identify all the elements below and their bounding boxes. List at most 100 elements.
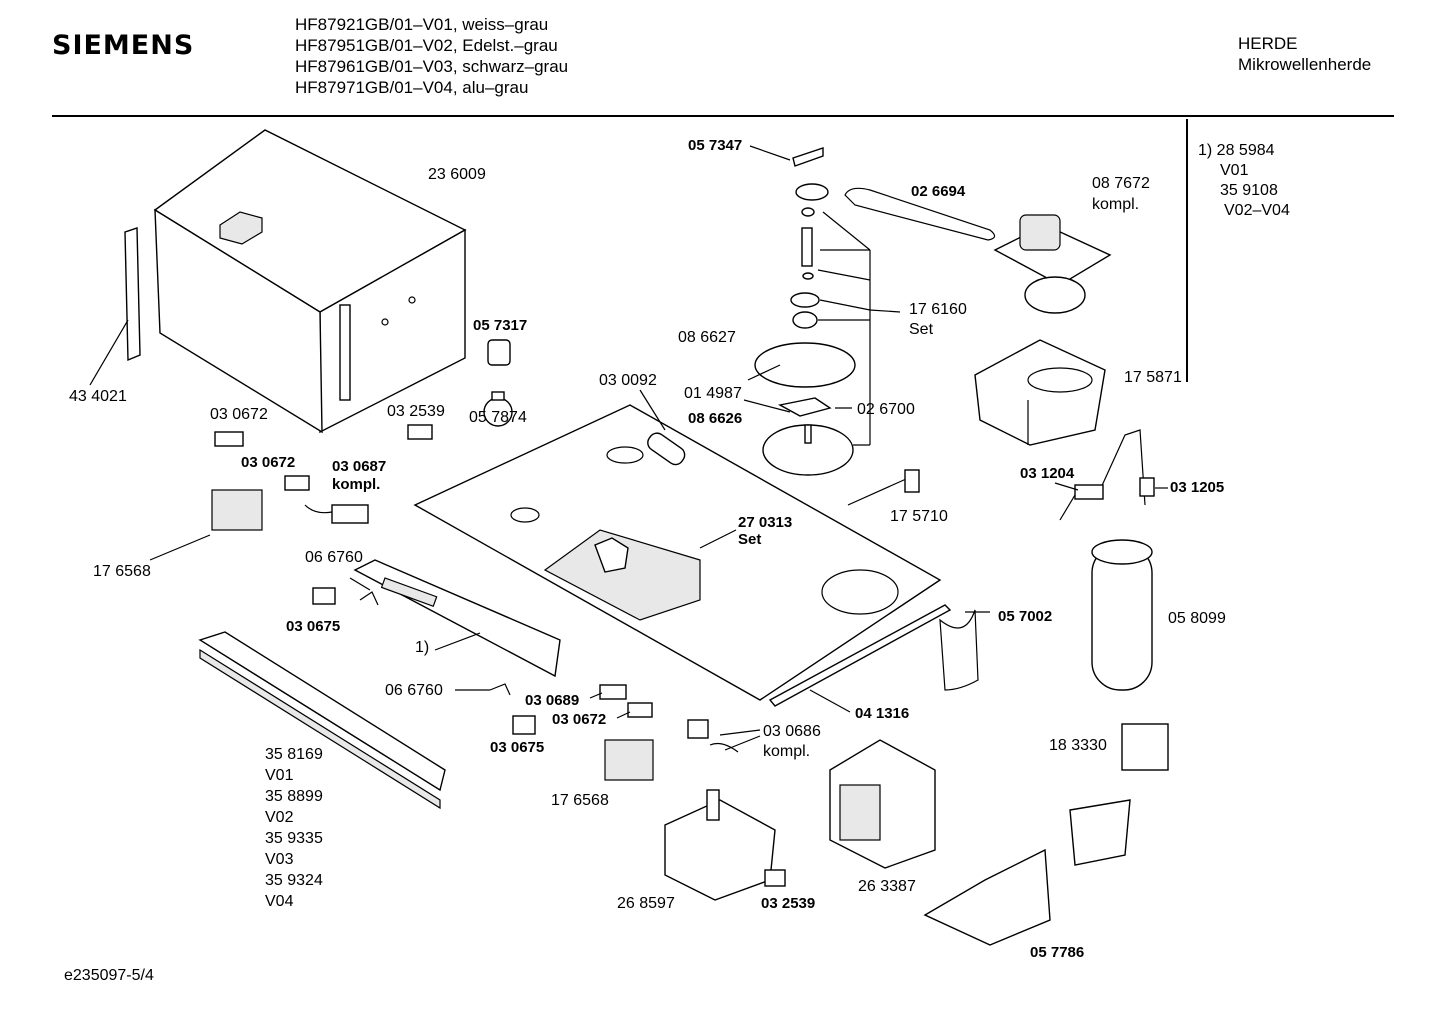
part-label: Set — [909, 321, 934, 338]
part-label: 01 4987 — [684, 385, 742, 402]
part-label: 05 8099 — [1168, 610, 1226, 627]
part-label: 03 0092 — [599, 372, 657, 389]
hv-capacitor — [1091, 539, 1153, 691]
hv-transformer — [829, 739, 936, 869]
part-label: 43 4021 — [69, 388, 127, 405]
header-divider — [52, 115, 1394, 117]
switch-holder — [512, 715, 536, 735]
document-id: e235097-5/4 — [64, 967, 154, 984]
door-switch-assembly — [304, 504, 369, 524]
part-label: 17 5710 — [890, 508, 948, 525]
model-list: HF87921GB/01–V01, weiss–grau HF87951GB/0… — [295, 14, 568, 98]
footnote-divider — [1186, 119, 1188, 382]
interlock-switch — [211, 489, 263, 531]
magnetron — [664, 789, 776, 901]
model-line: HF87921GB/01–V01, weiss–grau — [295, 15, 549, 34]
clip — [359, 591, 379, 606]
turntable-stack — [754, 147, 856, 476]
interlock-switch — [604, 739, 654, 781]
part-label: kompl. — [1092, 196, 1140, 213]
lamp-socket — [487, 339, 511, 366]
microswitch — [599, 684, 627, 700]
model-line: HF87961GB/01–V03, schwarz–grau — [295, 57, 569, 76]
cabinet-housing — [153, 129, 467, 434]
part-label: V02 — [265, 809, 294, 826]
capacitor — [647, 432, 686, 466]
part-label: 03 0689 — [525, 692, 580, 709]
part-label: 18 3330 — [1049, 737, 1107, 754]
footnote-line: 1) 28 5984 — [1198, 142, 1275, 159]
part-label: 05 7317 — [473, 317, 528, 334]
microswitch — [284, 475, 310, 491]
part-label: 03 0675 — [490, 739, 545, 756]
sensor-bracket — [847, 469, 920, 506]
mounting-bracket — [1069, 799, 1131, 866]
front-trim — [198, 631, 446, 810]
footnote-line: 35 9108 — [1220, 182, 1278, 199]
part-label: 04 1316 — [855, 705, 910, 722]
part-label: 05 7002 — [998, 608, 1053, 625]
part-label: 17 6160 — [909, 301, 967, 318]
model-line: HF87971GB/01–V04, alu–grau — [295, 78, 529, 97]
part-label: kompl. — [763, 743, 811, 760]
microswitch — [627, 702, 653, 718]
part-label: V03 — [265, 851, 294, 868]
hv-diode — [1121, 723, 1169, 771]
part-label: 03 0672 — [210, 406, 268, 423]
part-label: 03 1204 — [1020, 465, 1075, 482]
part-label: 35 8899 — [265, 788, 323, 805]
seal-strip — [768, 604, 952, 707]
category-title: HERDE — [1238, 34, 1298, 53]
part-label: 02 6700 — [857, 401, 915, 418]
part-label: 08 6627 — [678, 329, 736, 346]
part-label: 02 6694 — [911, 183, 966, 200]
part-label: 35 9335 — [265, 830, 323, 847]
clip — [489, 683, 511, 696]
lamp-bulb — [483, 391, 513, 427]
part-label: 26 3387 — [858, 878, 916, 895]
part-label: 03 2539 — [387, 403, 445, 420]
part-label: 27 0313 — [738, 514, 793, 531]
door-switch-assembly — [687, 719, 739, 753]
part-label: 17 6568 — [551, 792, 609, 809]
switch-holder — [312, 587, 336, 605]
part-label: 35 8169 — [265, 746, 323, 763]
part-label: 03 1205 — [1170, 479, 1225, 496]
microswitch — [214, 431, 244, 447]
part-label: 03 0675 — [286, 618, 341, 635]
part-label: V01 — [265, 767, 294, 784]
base-tray — [413, 404, 942, 701]
part-label: 03 0672 — [552, 711, 607, 728]
footnote-block: 1) 28 5984 V01 35 9108 V02–V04 — [1198, 141, 1290, 221]
brand-logo: SIEMENS — [52, 30, 195, 61]
part-label: 08 6626 — [688, 410, 743, 427]
part-label: 08 7672 — [1092, 175, 1150, 192]
hinge-bracket — [939, 609, 979, 691]
relay — [407, 424, 433, 440]
part-label-group: 35 8169 V01 35 8899 V02 35 9335 V03 35 9… — [265, 744, 323, 912]
air-duct — [974, 339, 1106, 446]
part-label: 35 9324 — [265, 872, 323, 889]
part-label: 05 7786 — [1030, 944, 1085, 961]
category-subtitle: Mikrowellenherde — [1238, 55, 1372, 74]
rear-cover — [923, 848, 1051, 946]
footnote-line: V01 — [1220, 162, 1249, 179]
part-label: V04 — [265, 893, 294, 910]
part-label: 03 0672 — [241, 454, 296, 471]
thermal-fuse-cable — [1059, 429, 1155, 521]
category-block: HERDE Mikrowellenherde — [1238, 33, 1371, 75]
part-label: kompl. — [332, 476, 381, 493]
part-label: 06 6760 — [305, 549, 363, 566]
part-label: 1) — [415, 639, 430, 656]
fan-motor — [993, 214, 1112, 314]
part-label: 03 0686 — [763, 723, 821, 740]
relay — [764, 869, 786, 887]
part-label: 26 8597 — [617, 895, 675, 912]
control-panel-frame — [353, 559, 561, 678]
part-label: 03 2539 — [761, 895, 816, 912]
side-bracket — [124, 227, 141, 362]
part-label: 17 6568 — [93, 563, 151, 580]
part-label: 17 5871 — [1124, 369, 1182, 386]
part-label: 05 7347 — [688, 137, 743, 154]
